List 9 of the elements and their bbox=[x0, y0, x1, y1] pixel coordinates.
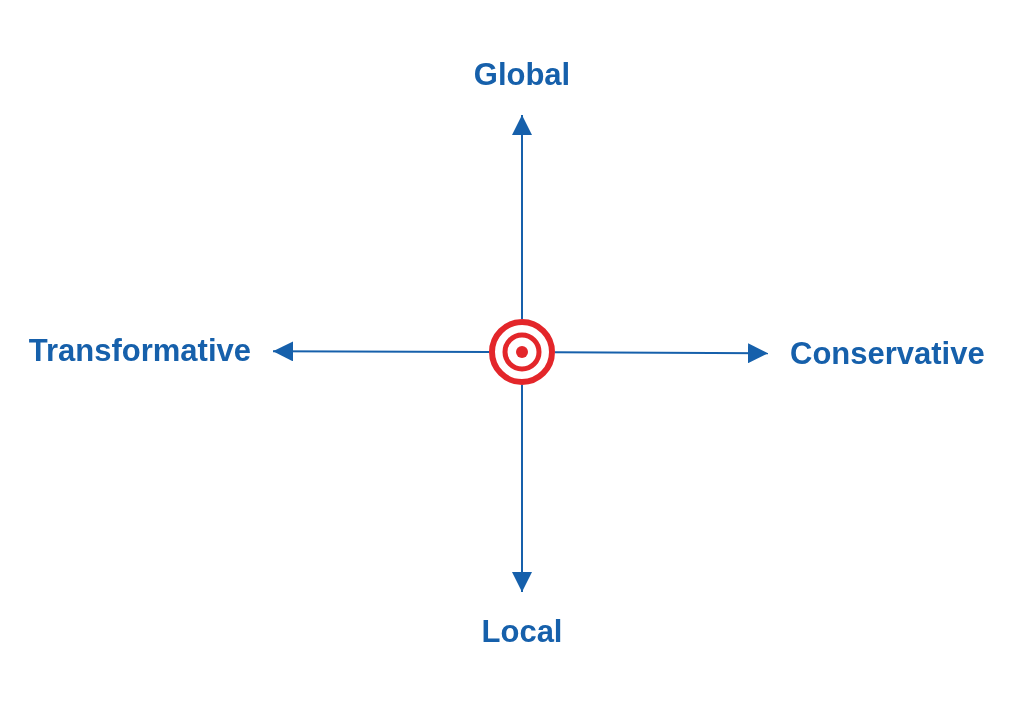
axis-label: Global bbox=[473, 57, 571, 93]
target-icon bbox=[489, 319, 555, 385]
arrow bbox=[512, 114, 532, 320]
arrow bbox=[554, 343, 769, 364]
arrow bbox=[272, 341, 490, 362]
axis-label: Transformative bbox=[28, 333, 251, 369]
axis-label: Conservative bbox=[790, 336, 985, 372]
axis-label: Local bbox=[481, 614, 563, 650]
arrow bbox=[512, 384, 532, 593]
